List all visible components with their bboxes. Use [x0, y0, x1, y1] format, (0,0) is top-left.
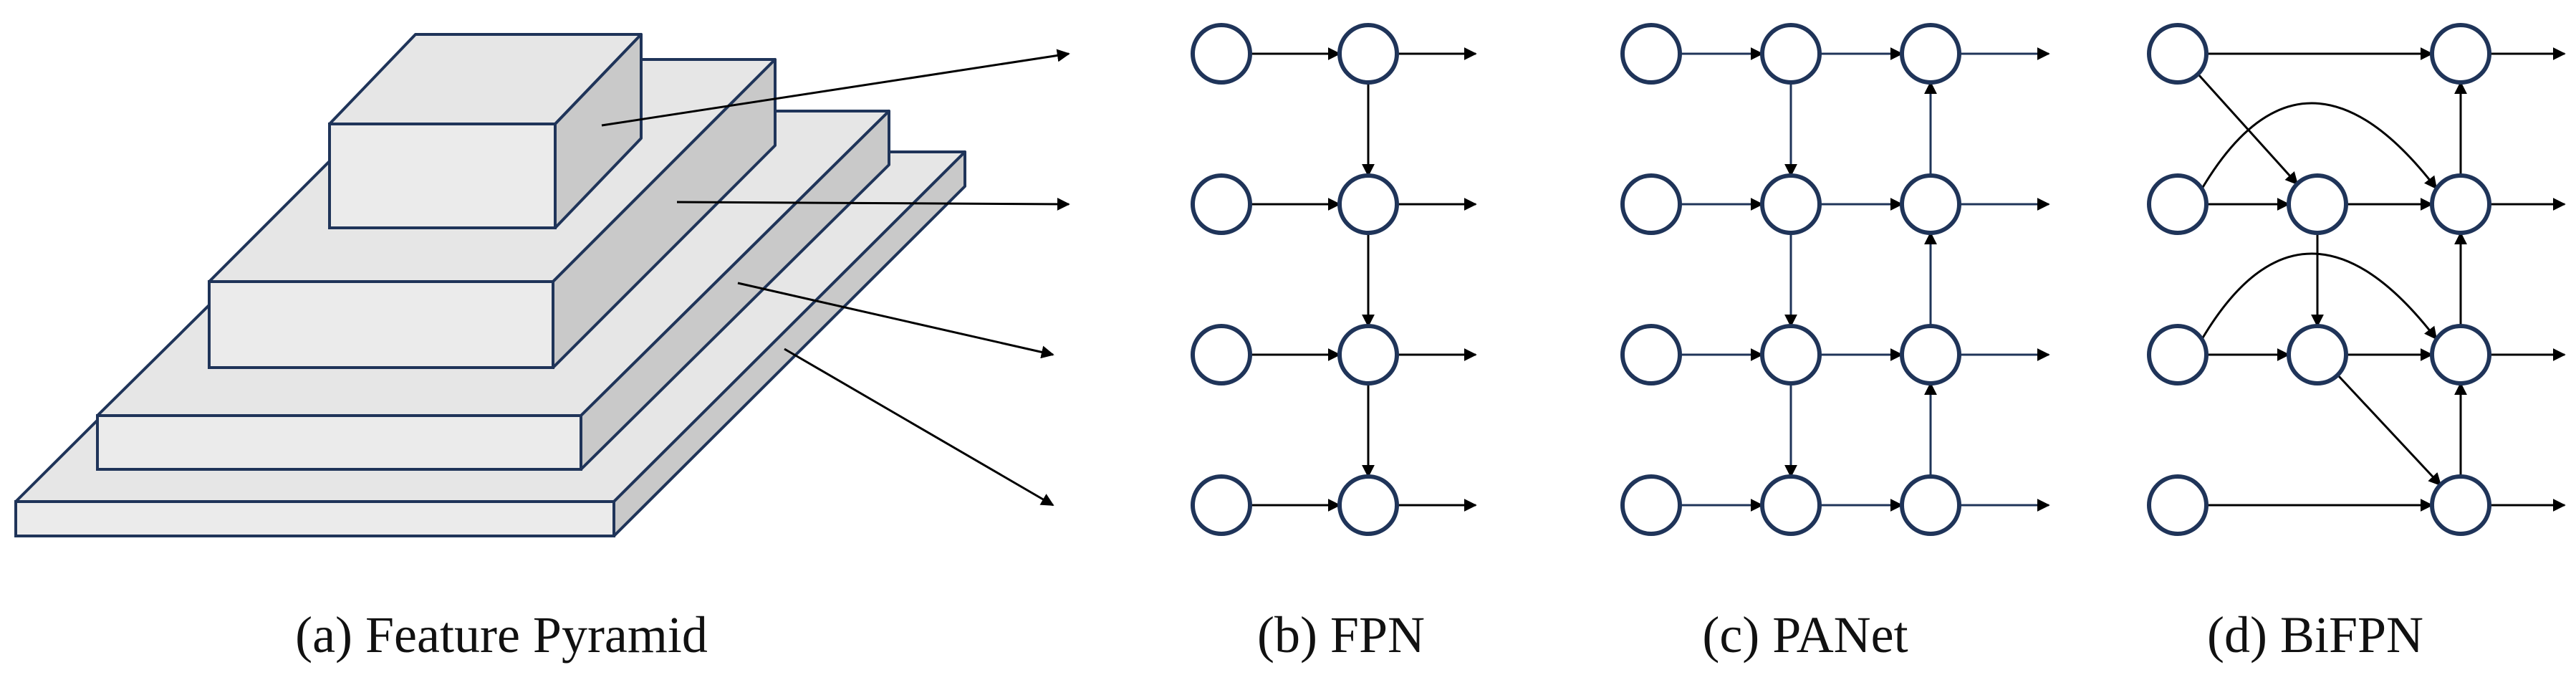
- bifpn-input-node: [2147, 324, 2209, 386]
- bifpn-input-node: [2147, 474, 2209, 536]
- fpn-input-node: [1191, 324, 1252, 386]
- bifpn-input-node: [2147, 173, 2209, 235]
- panet-input-node: [1620, 173, 1682, 235]
- panet-bottomup-node: [1900, 474, 1961, 536]
- panet-input-node: [1620, 324, 1682, 386]
- bifpn-output-node: [2430, 23, 2491, 85]
- pyramid-output-arrow-4: [784, 348, 1054, 507]
- layer-front-face: [328, 123, 557, 229]
- caption-bifpn: (d) BiFPN: [2207, 606, 2423, 664]
- fpn-input-node: [1191, 173, 1252, 235]
- bifpn-output-node: [2430, 474, 2491, 536]
- caption-panet: (c) PANet: [1702, 606, 1908, 664]
- fpn-fused-node: [1337, 173, 1399, 235]
- panet-input-node: [1620, 23, 1682, 85]
- panet-input-node: [1620, 474, 1682, 536]
- caption-fpn: (b) FPN: [1257, 606, 1425, 664]
- pyramid-output-arrow-2: [676, 197, 1070, 211]
- panet-topdown-node: [1760, 474, 1822, 536]
- bifpn-output-node: [2430, 324, 2491, 386]
- panet-bottomup-node: [1900, 23, 1961, 85]
- bifpn-skip-edge: [2201, 102, 2438, 190]
- fpn-fused-node: [1337, 324, 1399, 386]
- bifpn-input-node: [2147, 23, 2209, 85]
- bifpn-output-node: [2430, 173, 2491, 235]
- pyramid-output-arrow-3: [737, 282, 1054, 359]
- layer-front-face: [14, 500, 615, 537]
- bifpn-skip-edge: [2201, 252, 2438, 340]
- panet-topdown-node: [1760, 324, 1822, 386]
- fpn-graph: [1191, 23, 1477, 536]
- layer-front-face: [208, 280, 554, 369]
- fpn-fused-node: [1337, 474, 1399, 536]
- panet-topdown-node: [1760, 23, 1822, 85]
- panet-topdown-node: [1760, 173, 1822, 235]
- pyramid-level-4: [328, 33, 643, 229]
- bifpn-topdown-edge: [2196, 72, 2299, 186]
- fpn-fused-node: [1337, 23, 1399, 85]
- fpn-input-node: [1191, 474, 1252, 536]
- panet-graph: [1620, 23, 2050, 536]
- bifpn-intermediate-node: [2287, 324, 2348, 386]
- pyramid-output-arrow-1: [601, 49, 1070, 127]
- layer-front-face: [96, 414, 582, 471]
- feature-pyramid: [14, 33, 1070, 537]
- bifpn-graph: [2147, 23, 2566, 536]
- caption-feature-pyramid: (a) Feature Pyramid: [295, 606, 708, 664]
- bifpn-topdown-edge: [2336, 373, 2442, 487]
- panet-bottomup-node: [1900, 173, 1961, 235]
- panet-bottomup-node: [1900, 324, 1961, 386]
- fpn-input-node: [1191, 23, 1252, 85]
- bifpn-intermediate-node: [2287, 173, 2348, 235]
